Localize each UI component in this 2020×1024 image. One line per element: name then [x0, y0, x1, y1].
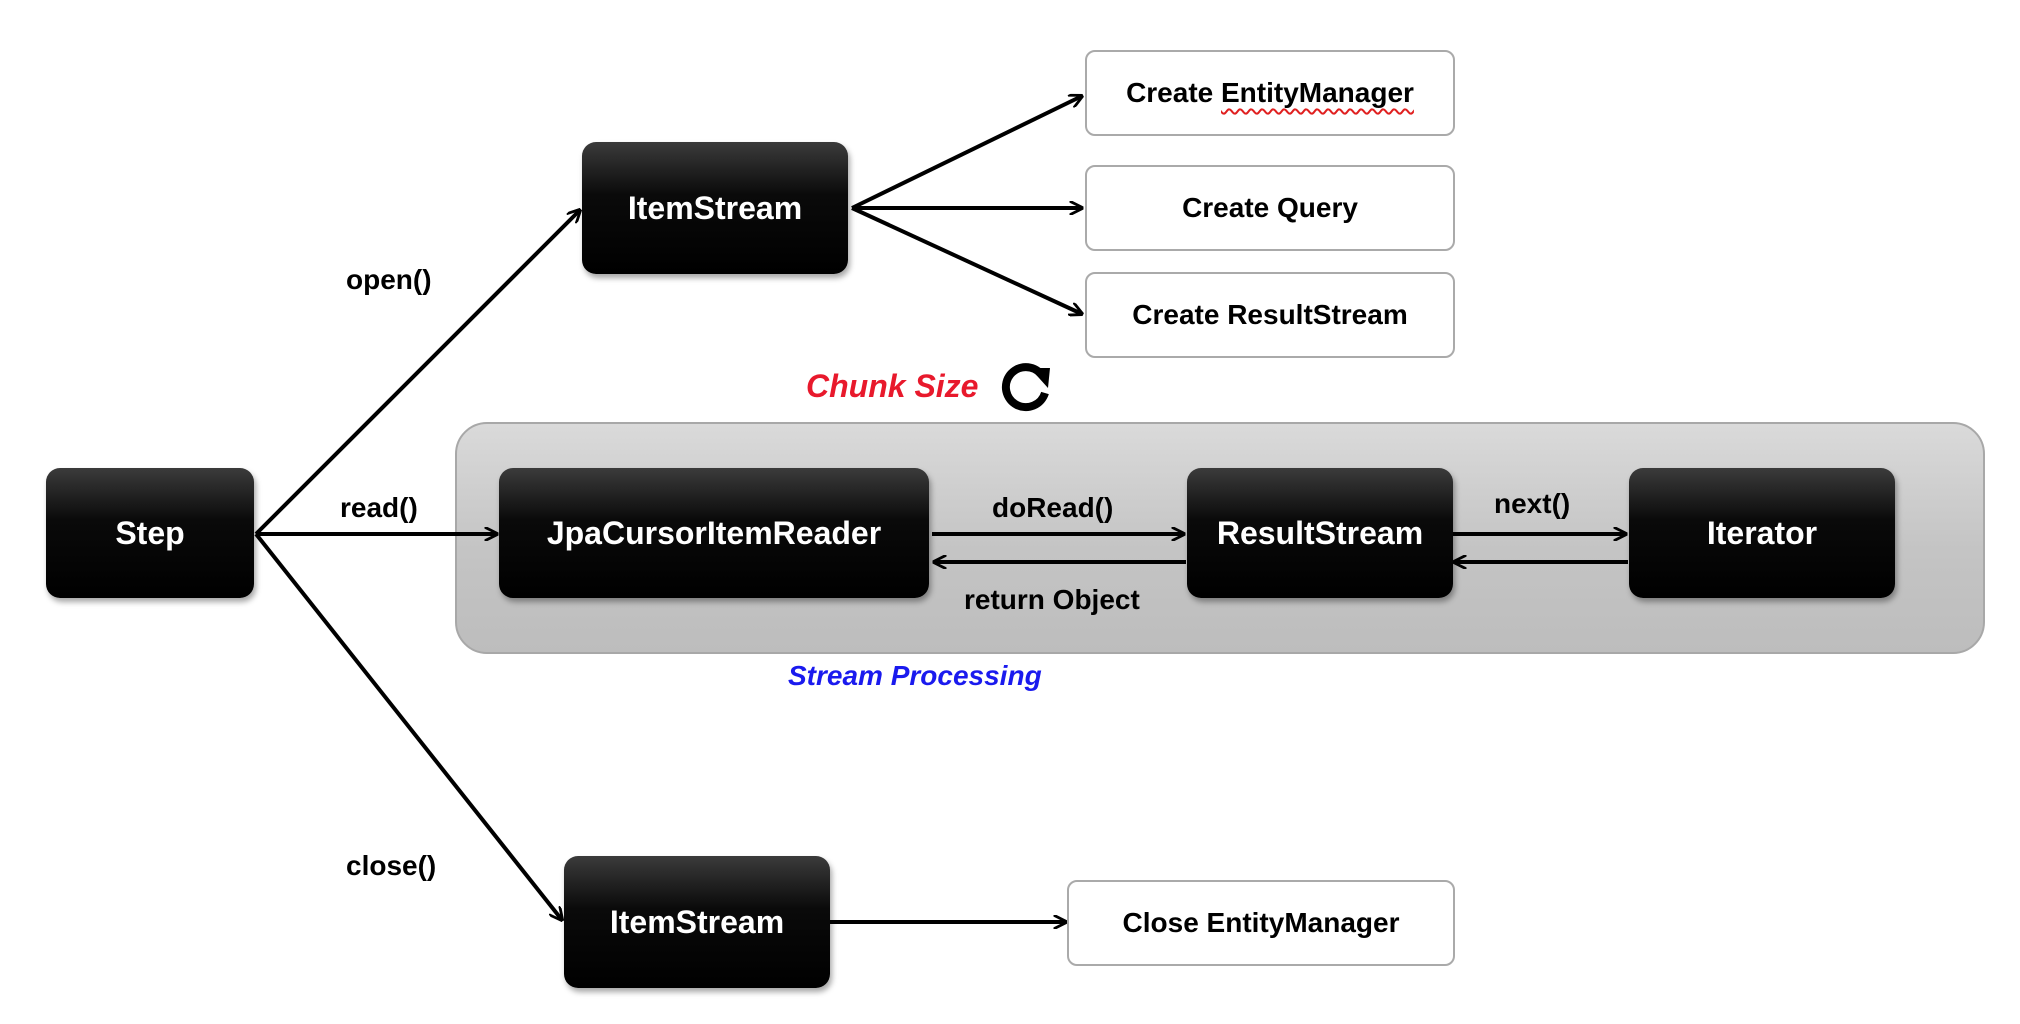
resultstream-node: ResultStream [1187, 468, 1453, 598]
itemstream-close-node: ItemStream [564, 856, 830, 988]
jpa-cursor-item-reader-node: JpaCursorItemReader [499, 468, 929, 598]
stream-processing-label: Stream Processing [788, 660, 1042, 691]
create-entitymanager-box: Create EntityManager [1085, 50, 1455, 136]
close-label: close() [346, 850, 437, 881]
iterator-node: Iterator [1629, 468, 1895, 598]
arrow-open-to-create-entitymanager [851, 96, 1082, 210]
arrow-step-to-itemstream-close [254, 532, 562, 920]
next-label: next() [1494, 488, 1571, 519]
open-label: open() [346, 264, 432, 295]
create-resultstream-box: Create ResultStream [1085, 272, 1455, 358]
itemstream-open-node: ItemStream [582, 142, 848, 274]
return-object-label: return Object [964, 584, 1140, 615]
read-label: read() [340, 492, 418, 523]
refresh-icon [996, 360, 1054, 418]
create-query-box: Create Query [1085, 165, 1455, 251]
arrow-open-to-create-resultstream [851, 206, 1082, 314]
doread-label: doRead() [992, 492, 1114, 523]
step-node: Step [46, 468, 254, 598]
create-entitymanager-word: EntityManager [1221, 77, 1414, 108]
arrow-step-to-itemstream-open [254, 210, 580, 536]
chunk-size-label: Chunk Size [806, 368, 979, 404]
create-entitymanager-prefix: Create [1126, 77, 1221, 108]
close-entitymanager-box: Close EntityManager [1067, 880, 1455, 966]
